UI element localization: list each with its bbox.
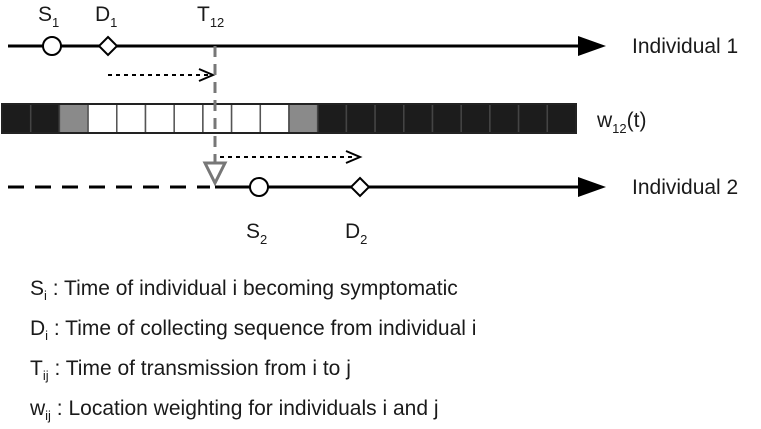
individual-2-arrowhead xyxy=(578,177,606,197)
legend-text: : Time of collecting sequence from indiv… xyxy=(48,317,477,340)
d1-to-t12-arrowhead xyxy=(198,68,216,82)
weight-cell-black xyxy=(374,103,405,134)
t12-label: T12 xyxy=(197,3,224,30)
weight-cell-black xyxy=(403,103,434,134)
location-weighting-bar xyxy=(1,103,577,134)
individual-1-arrowhead xyxy=(578,36,606,56)
legend-symbol: T xyxy=(30,357,43,380)
weight-bar-frame xyxy=(1,103,577,134)
weight-cell-gray xyxy=(58,103,89,134)
legend-symbol: S xyxy=(30,277,45,300)
weight-cell-black xyxy=(460,103,491,134)
individual-2-label: Individual 2 xyxy=(632,176,738,199)
weight-cell-black xyxy=(1,103,32,134)
w12-label: w12(t) xyxy=(596,109,646,136)
weight-cell-black xyxy=(29,103,61,134)
weight-cell-black xyxy=(316,103,348,134)
legend-location-weighting: wij : Location weighting for individuals… xyxy=(30,398,439,422)
legend-sequence-collection: Di : Time of collecting sequence from in… xyxy=(30,318,476,342)
legend-subscript: i xyxy=(45,328,49,343)
legend-transmission-time: Tij : Time of transmission from i to j xyxy=(30,358,351,382)
legend-subscript: ij xyxy=(45,408,51,423)
weight-cell-black xyxy=(431,103,462,134)
weight-cell-white xyxy=(259,103,290,134)
weight-cell-black xyxy=(489,103,520,134)
weight-cell-black xyxy=(345,103,376,134)
transmission-arrowhead xyxy=(202,161,228,187)
weight-cell-white xyxy=(87,103,118,134)
individual-1-label: Individual 1 xyxy=(632,35,738,58)
legend-symbol: D xyxy=(30,317,46,340)
weight-cell-gray xyxy=(288,103,319,134)
weight-cell-white xyxy=(230,103,262,134)
weight-cell-black xyxy=(517,103,549,134)
s1-label: S1 xyxy=(38,3,59,30)
s2-marker xyxy=(249,177,269,197)
legend-symbol: w xyxy=(30,397,46,420)
weight-cell-black xyxy=(546,103,577,134)
legend-subscript: ij xyxy=(42,368,49,383)
d1-marker xyxy=(97,35,119,57)
weight-cell-white xyxy=(202,103,233,134)
legend-text: : Time of individual i becoming symptoma… xyxy=(46,277,458,300)
s1-marker xyxy=(42,36,62,56)
t12-to-d2-arrowhead xyxy=(345,150,363,164)
legend-symptom-onset: Si : Time of individual i becoming sympt… xyxy=(30,278,458,302)
legend-text: : Time of transmission from i to j xyxy=(48,357,351,380)
weight-cell-white xyxy=(116,103,147,134)
legend-text: : Location weighting for individuals i a… xyxy=(50,397,439,420)
s2-label: S2 xyxy=(246,220,267,247)
d2-marker xyxy=(349,176,371,198)
d2-label: D2 xyxy=(345,220,367,247)
legend-subscript: i xyxy=(44,288,47,303)
weight-cell-white xyxy=(173,103,204,134)
d1-label: D1 xyxy=(95,3,117,30)
weight-cell-white xyxy=(144,103,175,134)
